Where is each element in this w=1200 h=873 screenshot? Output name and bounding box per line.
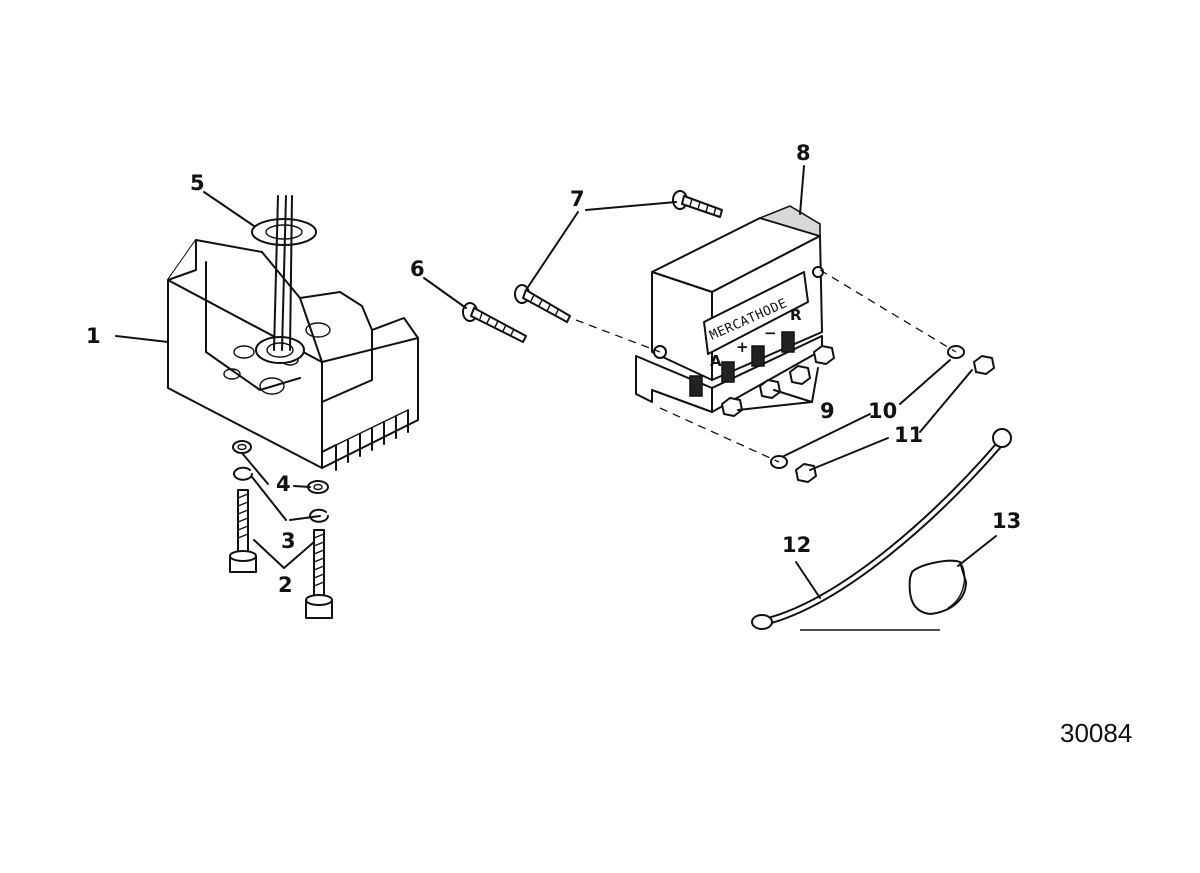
callout-10: 10 xyxy=(868,399,897,423)
part-8-mercathode-controller: MERCATHODE A + − R xyxy=(635,205,824,413)
callout-11: 11 xyxy=(894,423,923,447)
part-5-grommet-with-wires xyxy=(251,195,317,351)
label-plate xyxy=(703,271,809,355)
callout-4: 4 xyxy=(276,472,291,496)
part-13-cap xyxy=(908,559,967,615)
terminal-label-minus: − xyxy=(764,324,777,342)
callout-5: 5 xyxy=(190,171,205,195)
callout-3: 3 xyxy=(281,529,296,553)
part-6-screw xyxy=(462,302,527,343)
part-12-ground-strap xyxy=(751,428,1012,631)
projection-line xyxy=(659,407,780,463)
callout-13: 13 xyxy=(992,509,1021,533)
part-1-mounting-bracket xyxy=(167,239,419,471)
part-11-nuts xyxy=(795,355,995,483)
projection-line xyxy=(819,269,957,353)
terminal-label-plus: + xyxy=(736,338,749,356)
terminal-label-r: R xyxy=(790,306,802,324)
callout-8: 8 xyxy=(796,141,811,165)
callout-12: 12 xyxy=(782,533,811,557)
terminal-label-a: A xyxy=(710,352,722,370)
terminal-studs xyxy=(689,331,795,397)
part-2-bolts xyxy=(229,489,333,619)
figure-reference-number: 30084 xyxy=(1060,718,1132,748)
callout-6: 6 xyxy=(410,257,425,281)
callout-7: 7 xyxy=(570,187,585,211)
callout-labels: 1 2 3 4 5 6 7 8 9 10 11 12 13 xyxy=(86,141,1021,597)
callout-9: 9 xyxy=(820,399,835,423)
part-9-nuts xyxy=(721,345,835,417)
part-7-screws xyxy=(514,190,723,323)
callout-2: 2 xyxy=(278,573,293,597)
callout-1: 1 xyxy=(86,324,101,348)
projection-line xyxy=(575,319,661,353)
leader-lines xyxy=(115,165,997,599)
